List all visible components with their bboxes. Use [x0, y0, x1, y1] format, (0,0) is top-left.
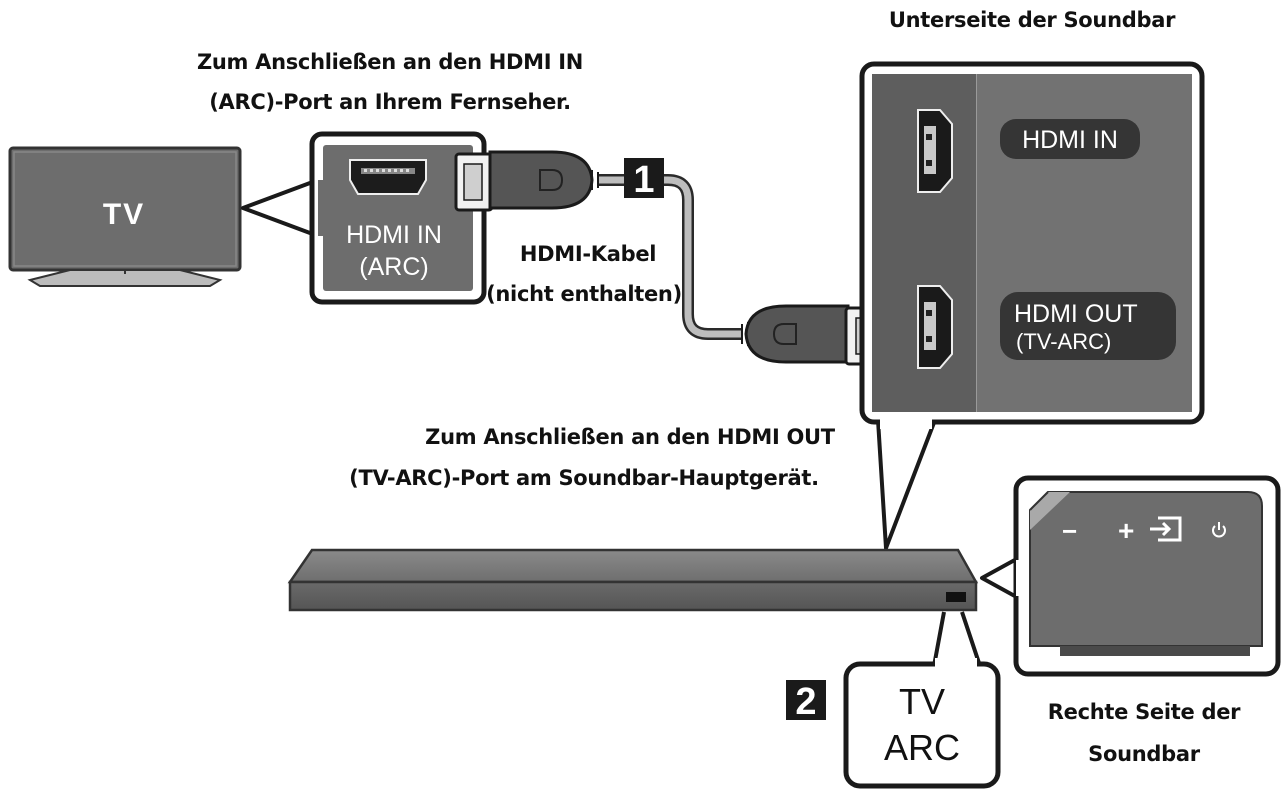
- plus-button[interactable]: +: [1118, 515, 1134, 546]
- hdmi-in-label: HDMI IN: [1022, 126, 1118, 154]
- tv-label: TV: [103, 198, 145, 231]
- hdmi-out-label-line1: HDMI OUT: [1014, 300, 1138, 328]
- hdmi-out-socket-icon: [917, 285, 953, 369]
- soundbar-underside-panel: HDMI IN HDMI OUT (TV-ARC): [859, 61, 1205, 550]
- right-side-caption-line1: Rechte Seite der: [1047, 700, 1241, 724]
- soundbar-illustration: [287, 548, 979, 612]
- soundbar-right-side-panel: − +: [1013, 475, 1281, 677]
- display-pointer: [932, 611, 982, 668]
- tv-stand: [27, 269, 223, 287]
- minus-button[interactable]: −: [1062, 516, 1077, 546]
- soundbar-connect-caption-line1: Zum Anschließen an den HDMI OUT: [425, 425, 835, 449]
- tv-port-panel: HDMI IN (ARC): [309, 131, 487, 305]
- hdmi-socket-icon: [349, 159, 427, 195]
- svg-text:2: 2: [795, 681, 816, 723]
- hdmi-in-socket-icon: [917, 109, 953, 193]
- source-input-icon[interactable]: [1150, 516, 1182, 542]
- svg-text:1: 1: [633, 159, 654, 201]
- right-side-caption-line2: Soundbar: [1088, 742, 1200, 766]
- display-text-line2: ARC: [884, 727, 960, 768]
- cable-caption-line2: (nicht enthalten): [486, 282, 682, 306]
- tv-zoom-pointer: [241, 178, 320, 238]
- power-icon[interactable]: [1212, 522, 1226, 538]
- tv-port-label-line2: (ARC): [359, 253, 428, 281]
- display-window: [946, 592, 966, 602]
- hdmi-out-badge: [1000, 292, 1176, 360]
- tv-illustration: TV: [8, 146, 242, 287]
- hdmi-plug-tv-side: [454, 150, 599, 212]
- display-text-line1: TV: [899, 681, 945, 722]
- hdmi-out-label-line2: (TV-ARC): [1016, 329, 1111, 354]
- tv-arc-display: TV ARC: [843, 658, 1001, 789]
- hdmi-in-badge: [1000, 119, 1140, 159]
- tv-connect-caption-line2: (ARC)-Port an Ihrem Fernseher.: [209, 90, 571, 114]
- tv-connect-caption-line1: Zum Anschließen an den HDMI IN: [196, 50, 584, 74]
- cable-caption-line1: HDMI-Kabel: [519, 242, 657, 266]
- soundbar-bottom-caption: Unterseite der Soundbar: [888, 8, 1176, 32]
- step-badge-1: 1: [624, 158, 664, 201]
- tv-screen-bezel: [13, 151, 237, 267]
- soundbar-connect-caption-line2: (TV-ARC)-Port am Soundbar-Hauptgerät.: [349, 466, 819, 490]
- step-badge-2: 2: [786, 680, 826, 723]
- tv-port-label-line1: HDMI IN: [346, 221, 442, 249]
